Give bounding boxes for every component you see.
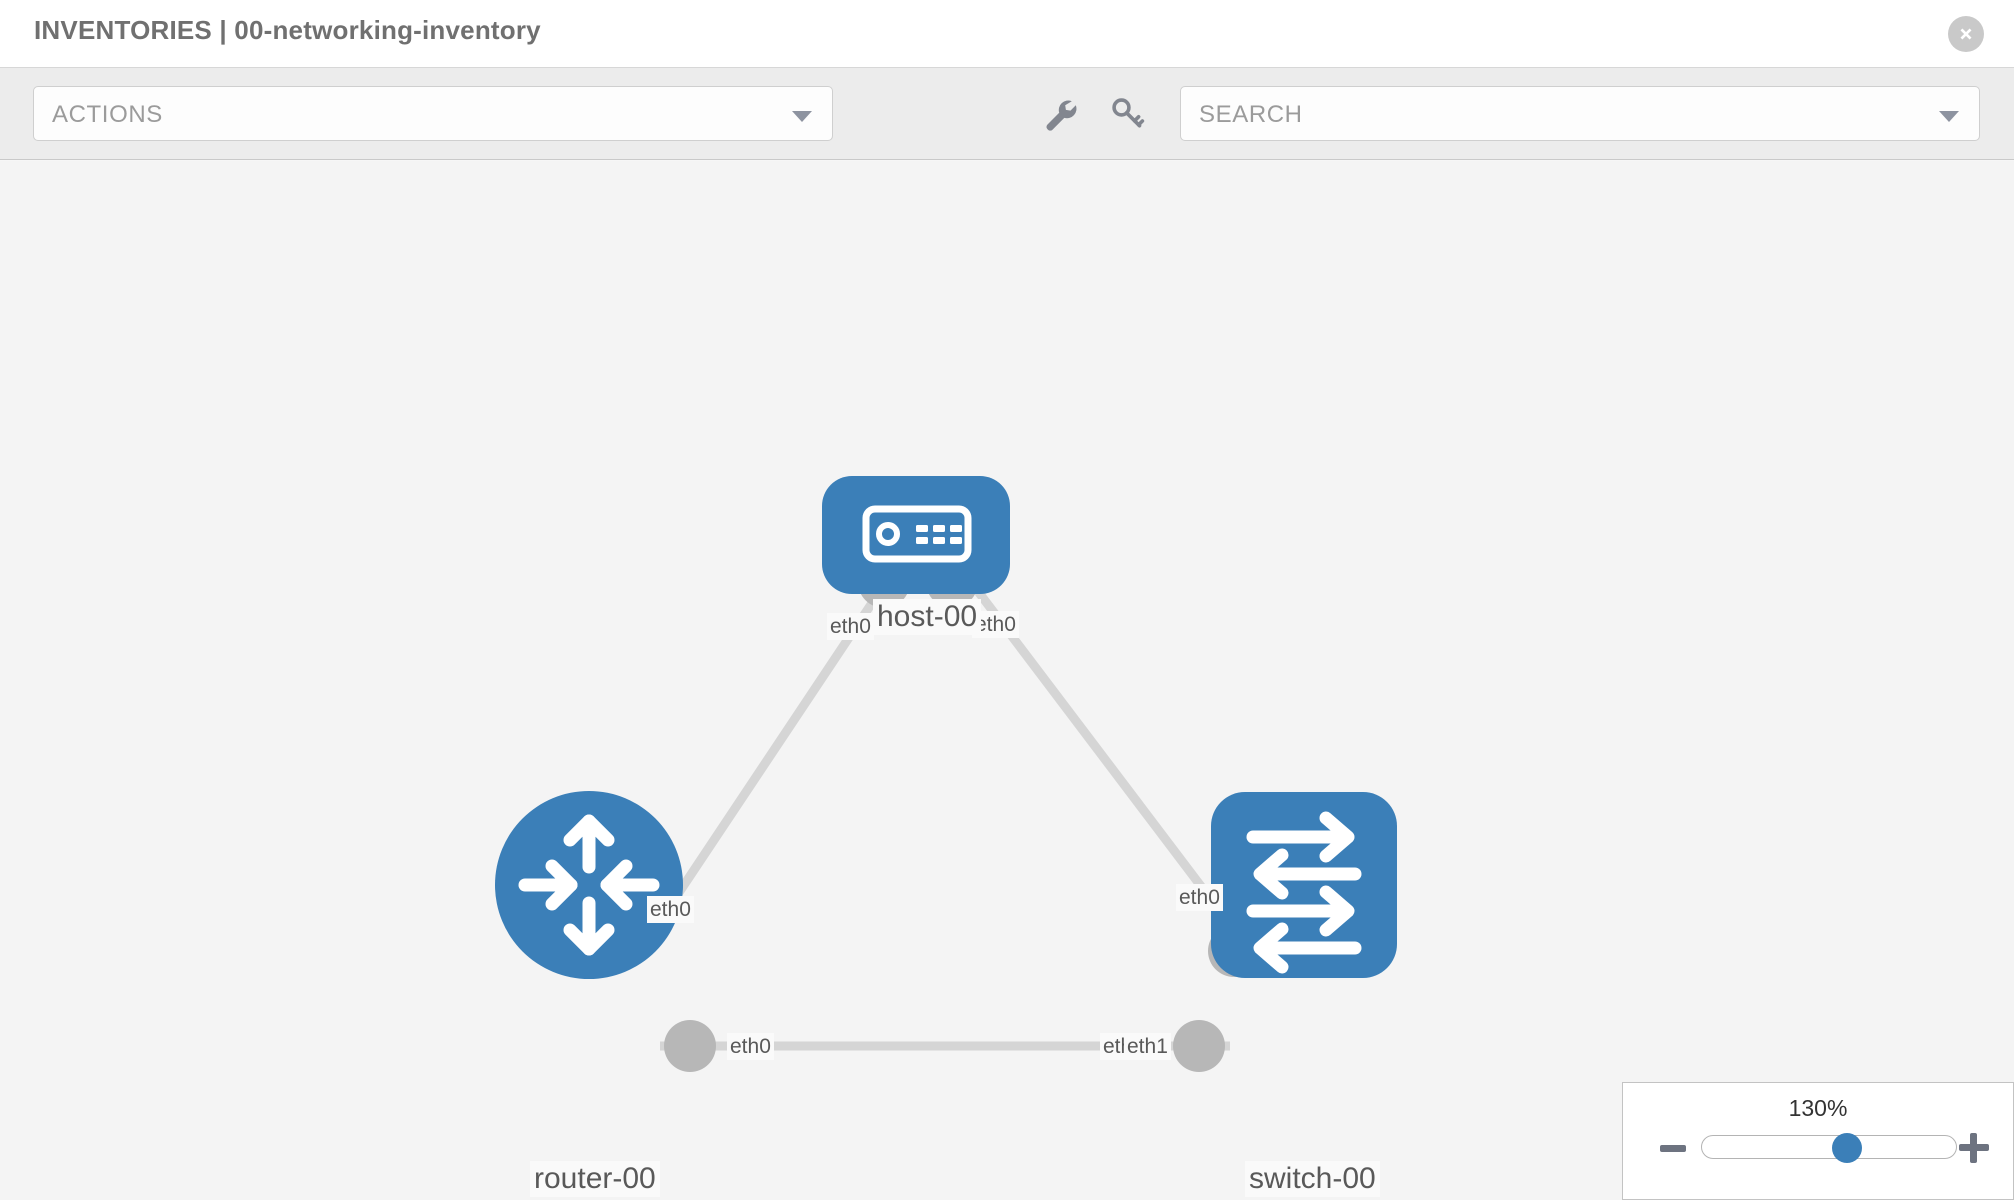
actions-dropdown[interactable]: ACTIONS	[33, 86, 833, 141]
node-switch-00	[1211, 792, 1397, 978]
node-label-router-00: router-00	[530, 1161, 660, 1197]
node-label-host-00: host-00	[873, 599, 982, 635]
iface-label-router-uplink: eth0	[647, 896, 694, 923]
zoom-control-panel: 130%	[1622, 1082, 2014, 1200]
node-host-00	[822, 476, 1010, 594]
window-title-bar: INVENTORIES | 00-networking-inventory	[0, 0, 2014, 68]
zoom-slider-thumb[interactable]	[1832, 1133, 1863, 1163]
connector-switch-left	[1173, 1020, 1225, 1072]
iface-label-switch-uplink: eth0	[1176, 884, 1223, 911]
connector-router-right	[664, 1020, 716, 1072]
iface-label-host-left: eth0	[827, 613, 874, 640]
search-placeholder: SEARCH	[1199, 101, 1303, 128]
zoom-out-button[interactable]	[1660, 1145, 1686, 1152]
chevron-down-icon	[792, 111, 812, 122]
zoom-level-value: 130%	[1788, 1095, 1848, 1121]
actions-dropdown-label: ACTIONS	[52, 101, 163, 128]
page-title: INVENTORIES | 00-networking-inventory	[34, 15, 541, 45]
topology-canvas[interactable]: eth0 eth0 eth0 eth0 eth0 eth0 eth1 host-…	[0, 161, 2014, 1200]
search-input[interactable]: SEARCH	[1180, 86, 1980, 141]
node-label-switch-00: switch-00	[1245, 1161, 1380, 1197]
zoom-slider-track[interactable]	[1701, 1135, 1957, 1159]
zoom-in-button[interactable]	[1959, 1133, 1989, 1163]
iface-label-router-right: eth0	[727, 1033, 774, 1060]
wrench-icon[interactable]	[1038, 92, 1082, 136]
key-icon[interactable]	[1105, 92, 1149, 136]
node-router-00	[495, 791, 683, 979]
iface-label-switch-left-b: eth1	[1124, 1033, 1171, 1060]
toolbar: ACTIONS SEARCH	[0, 68, 2014, 160]
close-icon[interactable]	[1948, 16, 1984, 52]
chevron-down-icon	[1939, 111, 1959, 122]
